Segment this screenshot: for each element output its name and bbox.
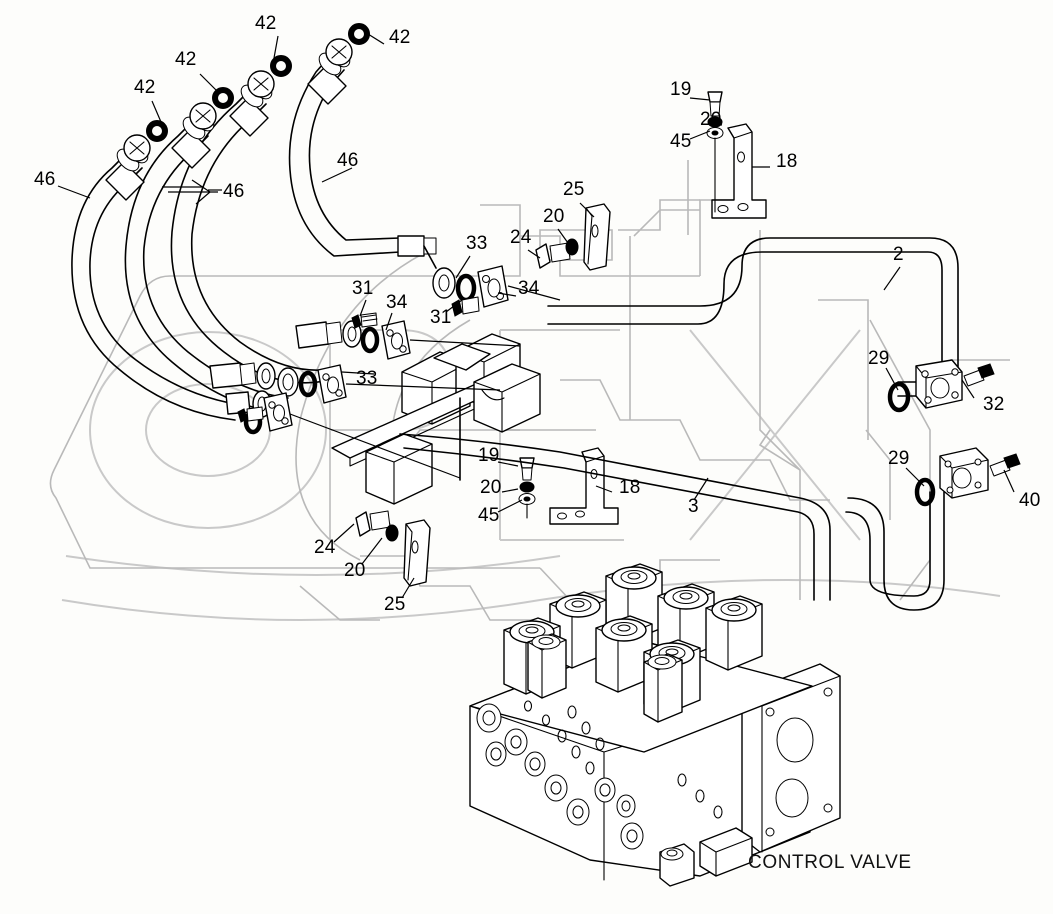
hose3-end-assembly — [295, 312, 411, 360]
valve-port-fittings — [527, 633, 683, 723]
callout-33-b: 33 — [356, 368, 378, 389]
callout-33-a: 33 — [466, 233, 488, 254]
bolt-31-c — [237, 406, 264, 423]
callout-25-b: 25 — [384, 594, 406, 615]
callout-29-b: 29 — [888, 448, 910, 469]
callout-45-a: 45 — [670, 131, 692, 152]
bolt-24-upper — [535, 242, 571, 269]
callout-42-b: 42 — [175, 49, 197, 70]
clamp-25-upper — [583, 203, 611, 271]
callout-20-d: 20 — [344, 560, 366, 581]
callout-40: 40 — [1019, 490, 1041, 511]
hose-fitting-b — [171, 102, 217, 169]
bracket-18-upper — [711, 123, 767, 219]
hose2-end-assembly — [209, 362, 347, 404]
callout-25-a: 25 — [563, 179, 585, 200]
callout-42-c: 42 — [255, 13, 277, 34]
callout-3: 3 — [688, 496, 699, 517]
hose-fitting-a — [105, 134, 151, 201]
flange-29-40-lower — [914, 447, 1021, 507]
seal-33-b — [360, 326, 380, 354]
hose-fitting-c — [229, 70, 275, 137]
clamp-25-lower — [403, 519, 431, 587]
callout-45-b: 45 — [478, 505, 500, 526]
callout-19-b: 19 — [478, 445, 500, 466]
callout-24-b: 24 — [314, 537, 336, 558]
callout-46-a: 46 — [34, 169, 56, 190]
washer-20-upper — [565, 238, 579, 256]
callout-29-a: 29 — [868, 348, 890, 369]
o-ring-42-a — [146, 120, 168, 142]
tube-lower-right — [845, 491, 945, 611]
valve-front-holes — [523, 700, 723, 819]
callout-2: 2 — [893, 244, 904, 265]
callout-46-c: 46 — [337, 150, 359, 171]
bolt-40 — [989, 453, 1021, 477]
callout-31-a: 31 — [430, 307, 452, 328]
bracket-18-lower — [549, 447, 619, 525]
bolt-31-b — [351, 312, 378, 329]
callout-24-a: 24 — [510, 227, 532, 248]
bolt-31-a — [451, 296, 480, 317]
callout-20-a: 20 — [543, 206, 565, 227]
bolt-32 — [963, 363, 995, 387]
bolt-19-upper — [707, 91, 723, 117]
leader-lines — [57, 33, 1015, 599]
callout-34-b: 34 — [386, 292, 408, 313]
callout-20-c: 20 — [480, 477, 502, 498]
callout-46-b: 46 — [223, 181, 245, 202]
tube-3 — [399, 433, 831, 601]
callout-18-b: 18 — [619, 477, 641, 498]
callout-19-a: 19 — [670, 79, 692, 100]
washer-45-lower — [518, 493, 536, 505]
center-connector-blocks — [331, 333, 541, 505]
callout-31-b: 31 — [352, 278, 374, 299]
callout-20-b: 20 — [700, 109, 722, 130]
callout-42-a: 42 — [134, 77, 156, 98]
bolt-24-lower — [355, 510, 391, 537]
o-ring-29-b — [914, 477, 936, 507]
control-valve-caption: CONTROL VALVE — [748, 852, 912, 873]
valve-bottom-boss — [659, 843, 695, 887]
seal-33-a — [455, 273, 477, 303]
seal-33-c — [298, 370, 318, 398]
washer-20-lowercenter — [519, 481, 535, 493]
washer-20-lower — [385, 524, 399, 542]
leader-bracket-46 — [191, 179, 222, 205]
o-ring-42-b — [212, 87, 234, 109]
callout-34-a: 34 — [518, 278, 540, 299]
o-ring-29-a — [887, 381, 911, 413]
hose-fitting-d — [307, 38, 353, 105]
o-ring-42-c — [270, 55, 292, 77]
hose1-end-assembly — [225, 390, 293, 435]
valve-side-ports — [476, 703, 644, 850]
flange-29-32-upper — [887, 359, 995, 413]
hose4-end-assembly — [397, 235, 509, 317]
o-ring-42-d — [348, 23, 370, 45]
control-valve-assembly — [469, 563, 841, 887]
callout-42-d: 42 — [389, 27, 411, 48]
callout-18-a: 18 — [776, 151, 798, 172]
callout-32: 32 — [983, 394, 1005, 415]
